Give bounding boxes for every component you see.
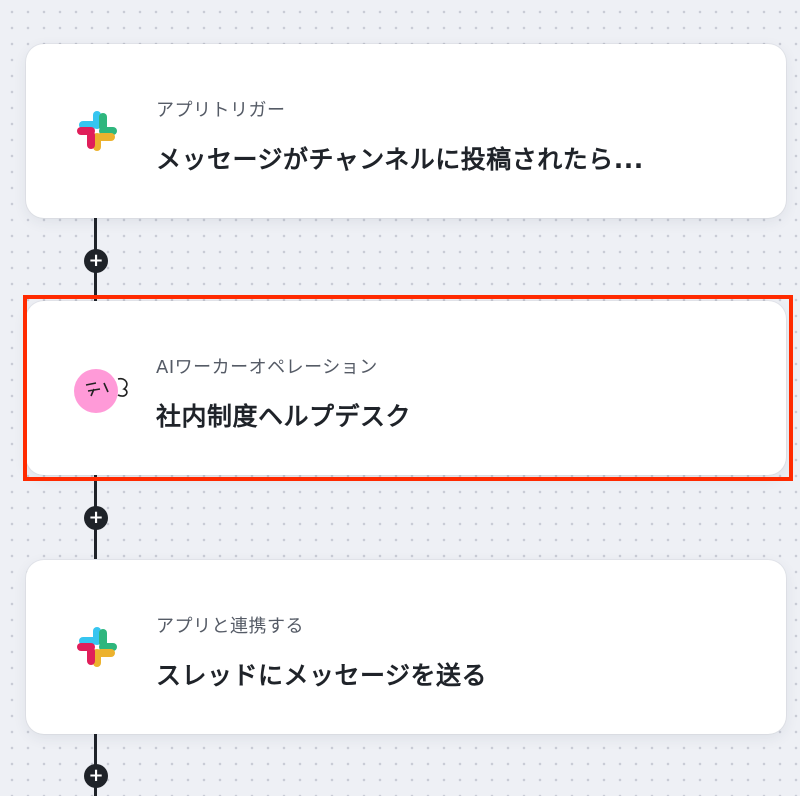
add-step-button[interactable]: +	[84, 764, 108, 788]
step-title: スレッドにメッセージを送る	[156, 661, 488, 690]
step-type-label: AIワーカーオペレーション	[156, 357, 378, 378]
step-title: メッセージがチャンネルに投稿されたら...	[156, 145, 644, 174]
slack-icon	[74, 108, 120, 154]
add-step-button[interactable]: +	[84, 506, 108, 530]
ai-worker-icon	[74, 365, 128, 413]
step-card-ai-worker[interactable]: AIワーカーオペレーション 社内制度ヘルプデスク	[26, 301, 786, 475]
step-type-label: アプリトリガー	[156, 100, 286, 121]
step-type-label: アプリと連携する	[156, 616, 304, 637]
slack-icon	[74, 624, 120, 670]
add-step-button[interactable]: +	[84, 249, 108, 273]
step-card-action[interactable]: アプリと連携する スレッドにメッセージを送る	[26, 560, 786, 734]
step-title: 社内制度ヘルプデスク	[156, 402, 412, 431]
step-card-trigger[interactable]: アプリトリガー メッセージがチャンネルに投稿されたら...	[26, 44, 786, 218]
